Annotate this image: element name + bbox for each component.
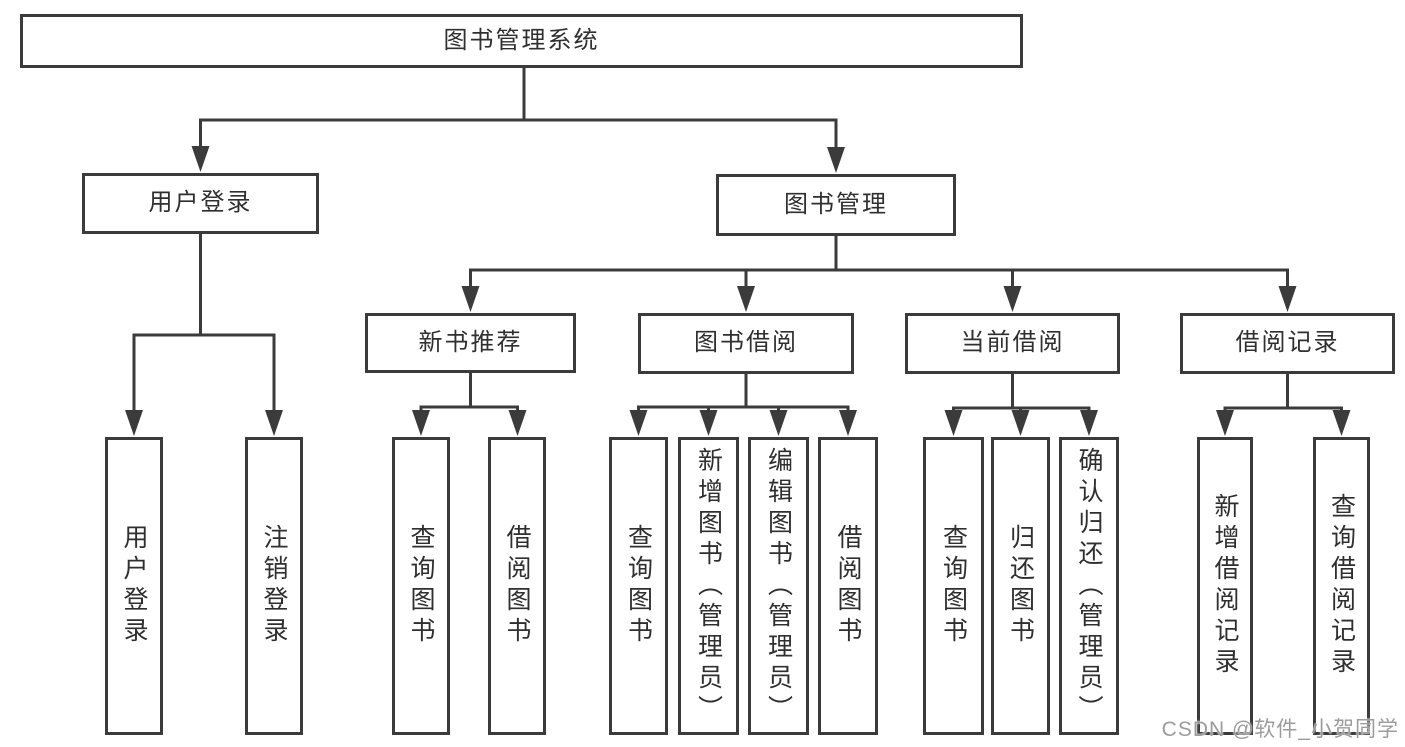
node-root: 图书管理系统 (20, 14, 1023, 68)
node-new-book-recommend: 新书推荐 (365, 313, 576, 373)
node-leaf-user-login: 用户登录 (105, 437, 163, 735)
node-leaf-query-books-recommend: 查询图书 (392, 437, 450, 735)
csdn-watermark: CSDN @软件_小贺同学 (1161, 718, 1399, 741)
node-leaf-query-borrow-record: 查询借阅记录 (1313, 437, 1370, 735)
node-borrow-records: 借阅记录 (1180, 313, 1395, 374)
arrowheads (125, 146, 1351, 436)
node-leaf-logout: 注销登录 (245, 437, 303, 735)
node-leaf-confirm-return-admin: 确认归还（管理员） (1059, 437, 1119, 735)
node-leaf-return-book: 归还图书 (991, 437, 1050, 735)
node-leaf-query-books-borrow: 查询图书 (609, 437, 668, 735)
node-leaf-add-book-admin: 新增图书（管理员） (678, 437, 739, 735)
node-leaf-borrow-books: 借阅图书 (818, 437, 878, 735)
node-leaf-borrow-books-recommend: 借阅图书 (488, 437, 546, 735)
node-leaf-add-borrow-record: 新增借阅记录 (1197, 437, 1253, 735)
node-user-login: 用户登录 (82, 173, 319, 234)
node-book-borrow: 图书借阅 (638, 313, 854, 374)
node-leaf-edit-book-admin: 编辑图书（管理员） (748, 437, 809, 735)
node-book-management: 图书管理 (716, 174, 956, 236)
connector-strokes (132, 66, 1343, 416)
node-current-borrow: 当前借阅 (905, 313, 1120, 374)
node-leaf-query-books-current: 查询图书 (923, 437, 984, 735)
